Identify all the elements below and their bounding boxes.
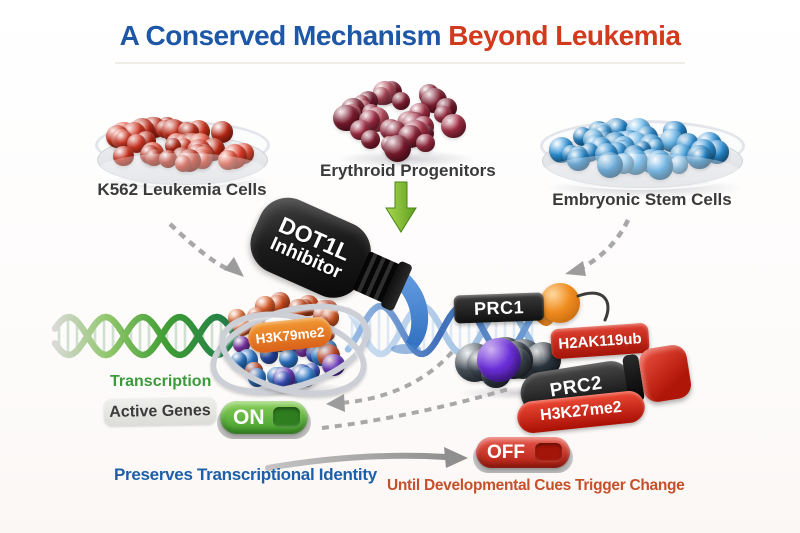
dashed-arc-upper-head <box>326 394 345 412</box>
nucleosome: H3K79me2 <box>199 286 381 412</box>
off-toggle-knob <box>535 443 562 462</box>
cell-sphere <box>230 352 248 369</box>
cell-sphere <box>416 133 435 153</box>
dashed-arrow-left-head <box>224 257 244 277</box>
cell-sphere <box>278 349 298 369</box>
dashed-arrow-right-head <box>565 261 586 276</box>
hook-wire <box>576 291 610 322</box>
page-title: A Conserved Mechanism Beyond Leukemia <box>0 20 800 52</box>
title-divider <box>115 62 685 64</box>
erythroid-cells-illustration <box>330 68 475 166</box>
footer-statement-red: Until Developmental Cues Trigger Change <box>387 477 685 494</box>
label-stem: Embryonic Stem Cells <box>552 190 732 209</box>
off-toggle-label: OFF <box>487 441 525 463</box>
on-toggle-pill: ON <box>220 401 308 434</box>
cell-sphere <box>360 129 380 149</box>
dashed-arrow-right <box>576 219 631 273</box>
dashed-arc-upper <box>339 350 454 405</box>
liquid-splash <box>391 344 421 354</box>
on-toggle-label: ON <box>233 405 265 429</box>
petri-dish-stem <box>540 92 745 190</box>
ubiquitin-bulb-icon <box>540 283 580 323</box>
off-toggle-pill: OFF <box>476 437 570 468</box>
solid-arrow-to-off <box>265 452 449 471</box>
title-part-blue: A Conserved Mechanism <box>119 20 442 51</box>
transcription-label: Transcription <box>110 373 212 390</box>
on-toggle[interactable]: ON <box>217 401 311 439</box>
petri-glass-front <box>98 153 265 187</box>
dashed-arrow-left <box>168 222 231 273</box>
erythroid-cluster <box>330 68 475 166</box>
petri-dish-leukemia <box>95 95 270 187</box>
off-toggle[interactable]: OFF <box>473 437 573 473</box>
green-down-arrow-icon <box>385 181 417 233</box>
on-toggle-knob <box>273 407 300 427</box>
solid-arrow-head <box>444 447 468 468</box>
label-erythroid: Erythroid Progenitors <box>320 161 496 180</box>
label-leukemia: K562 Leukemia Cells <box>97 180 267 199</box>
cell-sphere <box>384 134 412 162</box>
cell-sphere <box>247 368 267 388</box>
cell-sphere <box>441 113 466 138</box>
cluster-shadow <box>336 150 476 168</box>
cell-sphere <box>211 121 233 143</box>
cell-sphere <box>232 335 251 354</box>
cell-sphere <box>288 299 309 321</box>
petri-glass-front <box>543 154 740 190</box>
active-genes-badge: Active Genes <box>103 397 217 426</box>
title-part-red: Beyond Leukemia <box>448 20 681 51</box>
cell-sphere <box>273 371 292 389</box>
cell-sphere <box>232 318 251 337</box>
dna-helix-green <box>51 313 239 359</box>
footer-statement-blue: Preserves Transcriptional Identity <box>114 465 377 484</box>
purple-subunit-sphere <box>477 338 521 382</box>
cell-sphere <box>295 367 316 387</box>
cell-sphere <box>322 353 345 377</box>
dashed-arc-lower <box>321 386 513 430</box>
cell-sphere <box>392 92 410 110</box>
